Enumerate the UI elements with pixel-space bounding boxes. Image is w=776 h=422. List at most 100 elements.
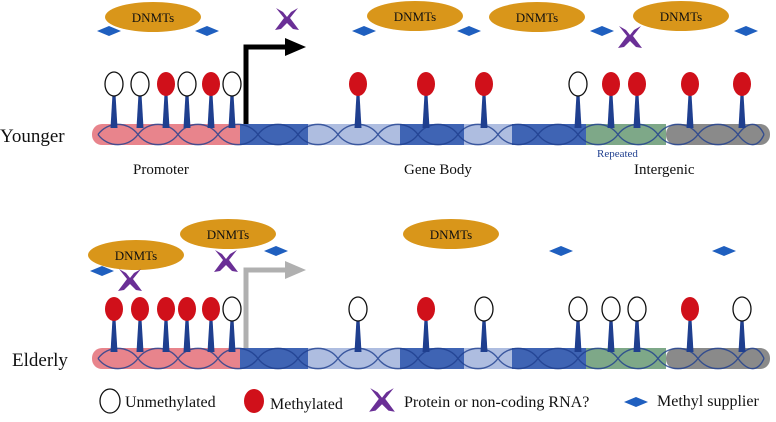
region-label-repeated: Repeated [597, 148, 638, 160]
methylated-cpg-site [105, 297, 123, 352]
unmethylated-cpg-site [104, 71, 124, 128]
unmethylated-cpg-site [177, 71, 197, 128]
elderly-cpg-sites [105, 296, 752, 352]
cpg-stem [422, 319, 430, 352]
cpg-stem [607, 94, 615, 128]
unmethylated-cpg-site [601, 296, 621, 352]
unmethylated-cpg-site [568, 296, 588, 352]
methylated-head [417, 297, 435, 321]
cpg-stem [228, 94, 236, 128]
methylated-head [681, 297, 699, 321]
methylated-cpg-site [681, 72, 699, 128]
cpg-stem [110, 319, 118, 352]
cpg-stem [480, 94, 488, 128]
methylated-cpg-site [417, 297, 435, 352]
cpg-stem [162, 319, 170, 352]
dnmt-enzyme: DNMTs [180, 219, 276, 249]
cpg-stem [228, 319, 236, 352]
methylated-cpg-site [349, 72, 367, 128]
methylated-head [178, 297, 196, 321]
methyl-supplier-icon [457, 26, 481, 36]
cpg-stem [136, 319, 144, 352]
unmethylated-head [104, 71, 124, 97]
methylated-cpg-site [157, 72, 175, 128]
cpg-stem [738, 319, 746, 352]
region-label-promoter: Promoter [133, 162, 189, 178]
protein-icon [118, 269, 142, 291]
row-label-elderly: Elderly [12, 350, 68, 371]
cpg-stem [633, 94, 641, 128]
unmethylated-cpg-site [568, 71, 588, 128]
methylated-icon [244, 389, 264, 413]
methylated-head [105, 297, 123, 321]
dnmt-label: DNMTs [394, 9, 436, 24]
younger-row: DNMTs DNMTs DNMTs DNMTs [0, 1, 770, 178]
methylated-head [681, 72, 699, 96]
unmethylated-head [348, 296, 368, 322]
unmethylated-cpg-site [474, 296, 494, 352]
cpg-stem [183, 94, 191, 128]
legend-protein: Protein or non-coding RNA? [404, 394, 589, 411]
cpg-stem [422, 94, 430, 128]
cpg-stem [633, 319, 641, 352]
dnmt-label: DNMTs [207, 227, 249, 242]
methyl-supplier-icon [97, 26, 121, 36]
younger-cpg-sites [104, 71, 751, 128]
dnmt-enzyme: DNMTs [403, 219, 499, 249]
methyl-supplier-icon [195, 26, 219, 36]
cpg-stem [686, 319, 694, 352]
methylated-head [131, 297, 149, 321]
methyl-supplier-icon [734, 26, 758, 36]
cpg-stem [607, 319, 615, 352]
unmethylated-icon [99, 388, 121, 414]
unmethylated-head [130, 71, 150, 97]
dna-strand [92, 347, 770, 370]
methylated-cpg-site [733, 72, 751, 128]
cpg-stem [574, 319, 582, 352]
unmethylated-cpg-site [348, 296, 368, 352]
cpg-stem [354, 319, 362, 352]
methylated-cpg-site [178, 297, 196, 352]
cpg-stem [686, 94, 694, 128]
methylated-cpg-site [681, 297, 699, 352]
unmethylated-head [222, 296, 242, 322]
unmethylated-cpg-site [732, 296, 752, 352]
methylated-cpg-site [202, 72, 220, 128]
dnmt-label: DNMTs [430, 227, 472, 242]
methylated-cpg-site [417, 72, 435, 128]
elderly-row: DNMTs DNMTs DNMTs [12, 219, 770, 371]
dnmt-enzyme: DNMTs [633, 1, 729, 31]
region-label-gene-body: Gene Body [404, 162, 472, 178]
dnmt-label: DNMTs [660, 9, 702, 24]
methyl-supplier-icon [549, 246, 573, 256]
protein-icon [369, 388, 395, 412]
unmethylated-head [568, 71, 588, 97]
methyl-supplier-icon [590, 26, 614, 36]
legend: Unmethylated Methylated Protein or non-c… [99, 388, 759, 414]
unmethylated-head [474, 296, 494, 322]
legend-methylated: Methylated [270, 396, 343, 413]
methylated-cpg-site [475, 72, 493, 128]
cpg-stem [110, 94, 118, 128]
arrow-head-icon [285, 261, 306, 279]
transcription-arrow-icon [243, 267, 288, 349]
cpg-stem [738, 94, 746, 128]
methylated-head [475, 72, 493, 96]
transcription-arrow-icon [243, 44, 288, 124]
methylated-head [417, 72, 435, 96]
methylated-cpg-site [202, 297, 220, 352]
cpg-stem [183, 319, 191, 352]
dnmt-enzyme: DNMTs [88, 240, 184, 270]
methyl-supplier-icon [712, 246, 736, 256]
region-label-intergenic: Intergenic [634, 162, 695, 178]
methylated-head [733, 72, 751, 96]
methylated-head [157, 297, 175, 321]
unmethylated-head [732, 296, 752, 322]
methylated-head [349, 72, 367, 96]
methylated-cpg-site [157, 297, 175, 352]
methylated-head [202, 297, 220, 321]
unmethylated-head [627, 296, 647, 322]
dnmt-label: DNMTs [132, 10, 174, 25]
methylated-head [202, 72, 220, 96]
